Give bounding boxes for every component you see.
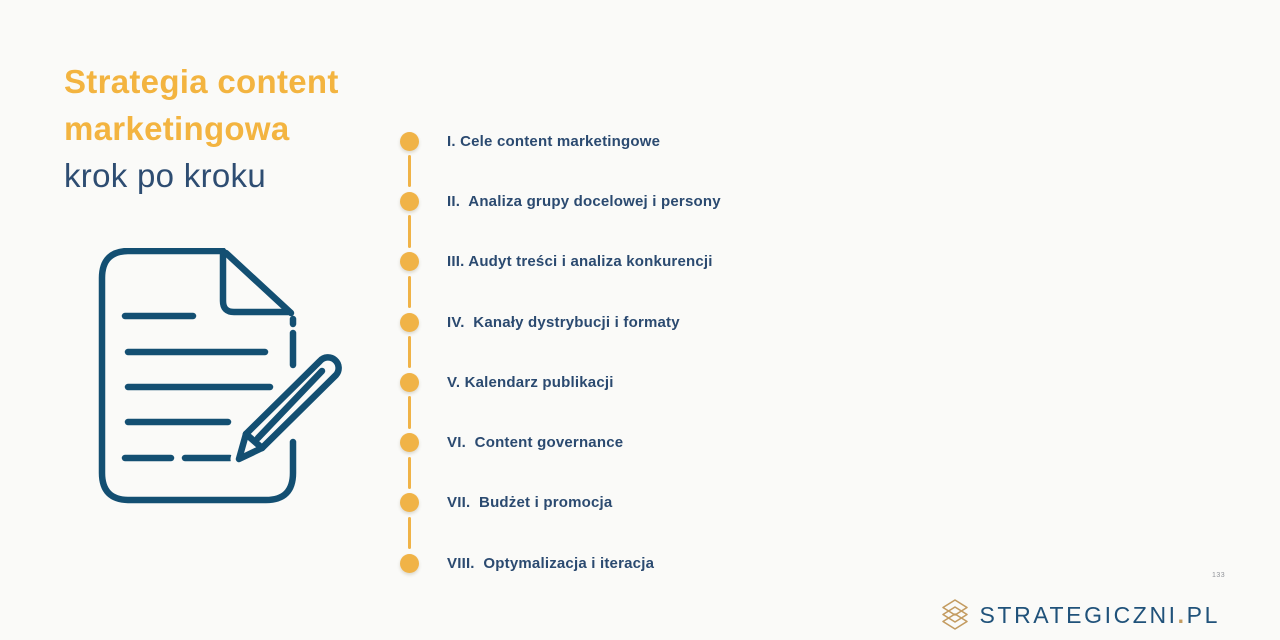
timeline-item-label: V. Kalendarz publikacji — [447, 373, 614, 391]
title-line-1: Strategia content — [64, 63, 339, 100]
timeline-item: VI. Content governance — [400, 412, 721, 490]
document-pencil-icon — [98, 247, 348, 513]
timeline-item-label: II. Analiza grupy docelowej i persony — [447, 192, 721, 210]
timeline-item-label: IV. Kanały dystrybucji i formaty — [447, 313, 680, 331]
timeline-dot-icon — [400, 252, 419, 272]
document-outline — [98, 247, 297, 504]
timeline-item-label: VI. Content governance — [447, 434, 624, 452]
document-fold-flap — [219, 247, 292, 316]
timeline-item: VII. Budżet i promocja — [400, 473, 721, 550]
timeline-item: V. Kalendarz publikacji — [400, 352, 721, 430]
timeline-dot-icon — [400, 372, 419, 392]
pencil-icon — [235, 354, 342, 463]
document-fold-diagonal — [222, 249, 295, 317]
timeline-item: VIII. Optymalizacja i iteracja — [400, 533, 721, 593]
brand-dot: . — [1177, 601, 1187, 628]
timeline-item: II. Analiza grupy docelowej i persony — [400, 171, 721, 249]
timeline-item: III. Audyt treści i analiza konkurencji — [400, 232, 721, 309]
timeline-dot-icon — [400, 493, 419, 513]
pencil-body — [242, 354, 342, 452]
timeline-item-label: VII. Budżet i promocja — [447, 494, 613, 512]
brand-name: STRATEGICZNI — [979, 601, 1178, 628]
page-title: Strategia content marketingowa krok po k… — [64, 58, 339, 199]
pencil-middle-line — [254, 367, 326, 442]
title-line-2: marketingowa — [64, 110, 290, 147]
brand-logo-text: STRATEGICZNI.PL — [979, 602, 1220, 629]
page-number: 133 — [1212, 572, 1226, 579]
layered-stack-icon — [942, 599, 969, 630]
timeline-item-label: III. Audyt treści i analiza konkurencji — [447, 253, 713, 271]
pencil-tip — [235, 430, 266, 463]
timeline-item-label: I. Cele content marketingowe — [447, 132, 661, 150]
timeline-dot-icon — [400, 191, 419, 211]
timeline-dot-icon — [400, 131, 419, 151]
title-block: Strategia content marketingowa krok po k… — [64, 58, 339, 199]
timeline-dot-icon — [400, 433, 419, 453]
brand-tld: PL — [1186, 601, 1220, 628]
timeline-item: IV. Kanały dystrybucji i formaty — [400, 292, 721, 369]
subtitle: krok po kroku — [64, 157, 266, 194]
timeline-item: I. Cele content marketingowe — [400, 111, 721, 188]
timeline-item-label: VIII. Optymalizacja i iteracja — [447, 554, 655, 572]
timeline: I. Cele content marketingowe II. Analiza… — [400, 111, 721, 593]
brand-logo: STRATEGICZNI.PL — [940, 598, 1220, 632]
timeline-dot-icon — [400, 553, 419, 573]
timeline-dot-icon — [400, 312, 419, 332]
